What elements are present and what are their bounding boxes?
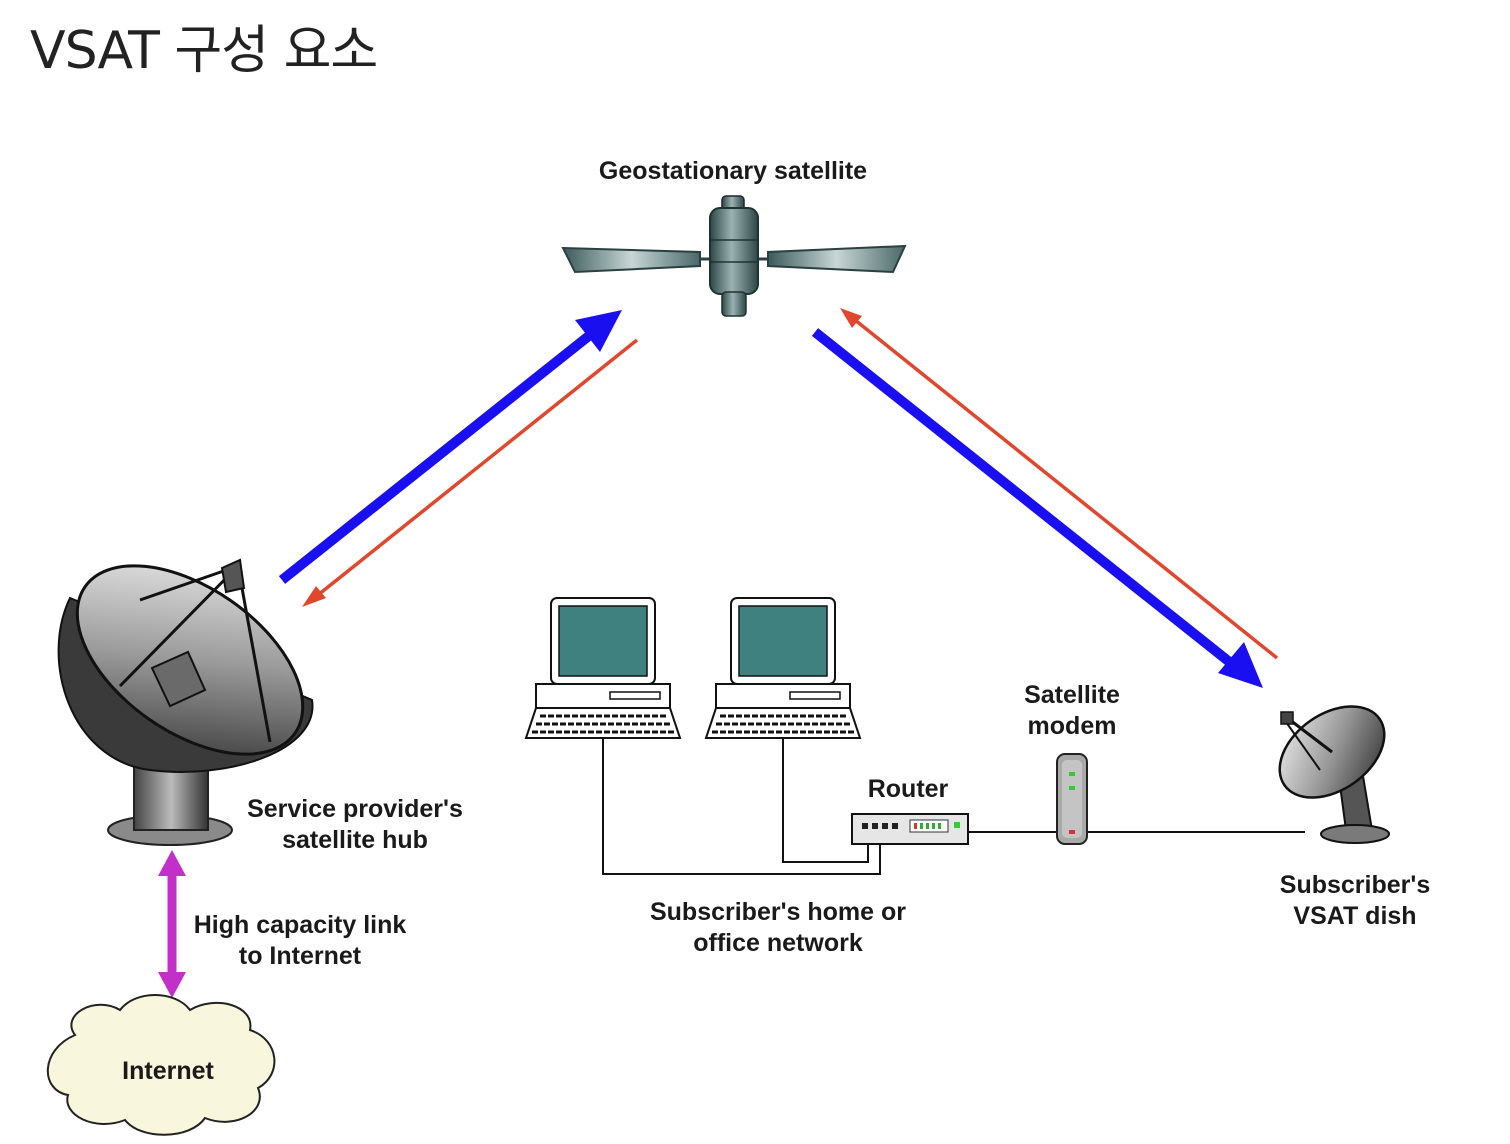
computer-2-icon [704,597,862,739]
hub-downlink-arrow [302,338,639,607]
link-label-line2: to Internet [239,942,362,970]
modem-label-line1: Satellite [1024,681,1120,709]
router-icon [851,813,969,845]
internet-label: Internet [122,1057,214,1085]
network-label-line1: Subscriber's home or [650,898,906,926]
dish-downlink-arrow [811,328,1263,688]
link-label-line1: High capacity link [194,911,407,939]
hub-label-line1: Service provider's [247,795,463,823]
subscriber-dish-icon [1278,705,1390,844]
hub-dish-icon [57,558,314,846]
dish-label-line1: Subscriber's [1280,871,1430,899]
modem-label-line2: modem [1028,712,1117,740]
internet-link-arrow [158,850,186,998]
router-label: Router [868,775,949,803]
internet-cloud-icon [46,994,276,1136]
satellite-icon [561,195,907,317]
page-title: VSAT 구성 요소 [30,21,378,81]
network-cables [602,738,1305,875]
satellite-modem-icon [1056,753,1088,845]
satellite-label: Geostationary satellite [599,157,867,185]
dish-uplink-arrow [840,308,1279,660]
hub-label-line2: satellite hub [282,826,428,854]
computer-1-icon [524,597,682,739]
dish-label-line2: VSAT dish [1293,902,1416,930]
hub-uplink-arrow [278,310,622,584]
network-label-line2: office network [693,929,863,957]
